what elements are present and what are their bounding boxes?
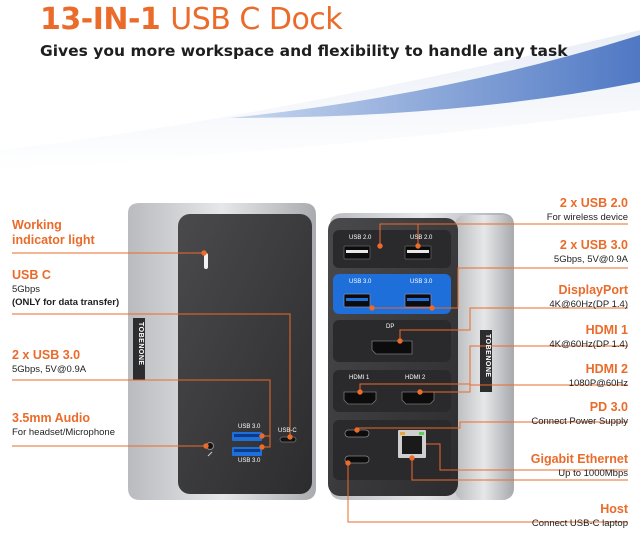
label-hdmi1: HDMI 1 4K@60Hz(DP 1.4): [549, 323, 628, 351]
label-sub: 5Gbps, 5V@0.9A: [12, 364, 87, 375]
label-ethernet: Gigabit Ethernet Up to 1000Mbps: [531, 452, 628, 480]
page-subtitle: Gives you more workspace and flexibility…: [40, 42, 568, 60]
brand-tag-front: [133, 318, 145, 380]
front-usb3-bottom-label: USB 3.0: [238, 458, 261, 464]
rear-hdmi1-port: [343, 391, 377, 405]
label-sub: 5Gbps, 5V@0.9A: [553, 254, 628, 265]
dock-front-view: [128, 203, 316, 500]
rear-dp-port: [371, 340, 413, 355]
label-sub: For wireless device: [546, 212, 628, 223]
label-front-usb3: 2 x USB 3.0 5Gbps, 5V@0.9A: [12, 348, 86, 376]
brand-logo-rear: TOBENONE: [484, 334, 491, 378]
label-sub: Connect Power Supply: [531, 416, 628, 427]
rear-hdmi2-label: HDMI 2: [405, 375, 426, 381]
rear-dp-label: DP: [386, 324, 395, 330]
label-rear-usb3: 2 x USB 3.0 5Gbps, 5V@0.9A: [554, 238, 628, 266]
callout-lines: [12, 223, 628, 523]
label-audio: 3.5mm Audio For headset/Microphone: [12, 411, 115, 439]
label-heading: DisplayPort: [558, 283, 628, 297]
label-heading: Host: [600, 502, 628, 516]
label-heading: Gigabit Ethernet: [530, 452, 628, 466]
rear-usb2-left-label: USB 2.0: [349, 235, 372, 241]
label-sub: For headset/Microphone: [12, 427, 115, 438]
label-heading: HDMI 1: [585, 323, 628, 337]
front-usbc-label: USB-C: [278, 428, 297, 434]
label-heading: USB C: [12, 268, 51, 282]
rear-usb3-left-label: USB 3.0: [349, 279, 372, 285]
dock-rear-view: [328, 213, 514, 500]
front-usb3-top-label: USB 3.0: [238, 424, 261, 430]
label-indicator-light: Working indicator light: [12, 218, 95, 248]
label-sub: 5Gbps: [12, 284, 40, 295]
label-heading: 2 x USB 3.0: [559, 238, 628, 252]
label-rear-usb2: 2 x USB 2.0 For wireless device: [547, 196, 628, 224]
label-sub: 4K@60Hz(DP 1.4): [549, 339, 628, 350]
label-front-usbc: USB C 5Gbps (ONLY for data transfer): [12, 268, 119, 309]
label-sub-bold: (ONLY for data transfer): [12, 297, 120, 308]
title-light: USB C Dock: [170, 2, 343, 37]
label-heading: 3.5mm Audio: [12, 411, 91, 425]
label-hdmi2: HDMI 2 1080P@60Hz: [569, 362, 628, 390]
rear-hdmi1-label: HDMI 1: [349, 375, 370, 381]
label-sub: 4K@60Hz(DP 1.4): [549, 299, 628, 310]
label-pd: PD 3.0 Connect Power Supply: [531, 400, 628, 428]
label-sub: Connect USB-C laptop: [531, 518, 628, 529]
rear-host-port: [344, 455, 370, 464]
rear-usb2-right-label: USB 2.0: [410, 235, 433, 241]
label-heading: PD 3.0: [589, 400, 628, 414]
label-heading: HDMI 2: [585, 362, 628, 376]
label-heading: 2 x USB 3.0: [12, 348, 81, 362]
label-heading: Working indicator light: [12, 218, 95, 247]
page-title: 13-IN-1 USB C Dock: [40, 2, 343, 37]
label-heading: 2 x USB 2.0: [559, 196, 628, 210]
title-bold: 13-IN-1: [40, 2, 161, 37]
brand-logo-front: TOBENONE: [137, 322, 144, 366]
label-host: Host Connect USB-C laptop: [532, 502, 628, 530]
label-displayport: DisplayPort 4K@60Hz(DP 1.4): [549, 283, 628, 311]
label-sub: 1080P@60Hz: [568, 378, 628, 389]
rear-usb3-right-label: USB 3.0: [410, 279, 433, 285]
indicator-light: [204, 253, 208, 269]
label-sub: Up to 1000Mbps: [558, 468, 628, 479]
